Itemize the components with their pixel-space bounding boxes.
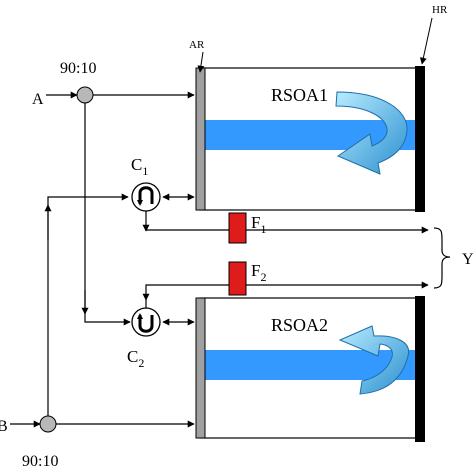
- filter-f1: [228, 212, 247, 244]
- rsoa1-hr-facet: [415, 66, 425, 212]
- output-brace: [433, 227, 451, 289]
- c1-output-line: [145, 211, 230, 231]
- top-coupler: [76, 86, 94, 104]
- bottom-coupler-label: 90:10: [22, 453, 58, 470]
- c2-label: C2: [127, 347, 144, 370]
- hr-label: HR: [432, 4, 448, 16]
- f2-label: F2: [251, 261, 266, 284]
- input-b-label: B: [0, 418, 8, 435]
- ar-pointer: [197, 51, 205, 73]
- c1-label: C1: [131, 155, 148, 178]
- filter-f2: [228, 261, 247, 296]
- ar-label: AR: [189, 39, 205, 51]
- hr-pointer: [419, 17, 433, 65]
- coupler-to-c1-line: [47, 193, 129, 416]
- rsoa2-ar-facet: [195, 297, 206, 439]
- rsoa1-curved-arrow: [335, 91, 408, 175]
- input-a-label: A: [32, 91, 44, 108]
- rsoa2-label: RSOA2: [271, 315, 328, 335]
- coupler-to-c2-line: [84, 103, 131, 326]
- rsoa2-hr-facet: [415, 296, 425, 442]
- f1-label: F1: [251, 213, 266, 236]
- circulator-c1: [131, 182, 161, 212]
- rsoa1-label: RSOA1: [271, 85, 328, 105]
- rsoa1-block: RSOA1: [195, 66, 425, 212]
- circulator-c2: [131, 307, 161, 337]
- rsoa2-block: RSOA2: [195, 296, 425, 442]
- rsoa2-curved-arrow: [338, 325, 410, 395]
- top-coupler-label: 90:10: [60, 60, 96, 77]
- bottom-coupler: [39, 415, 57, 433]
- rsoa1-ar-facet: [195, 67, 206, 211]
- output-y-label: Y: [462, 251, 474, 268]
